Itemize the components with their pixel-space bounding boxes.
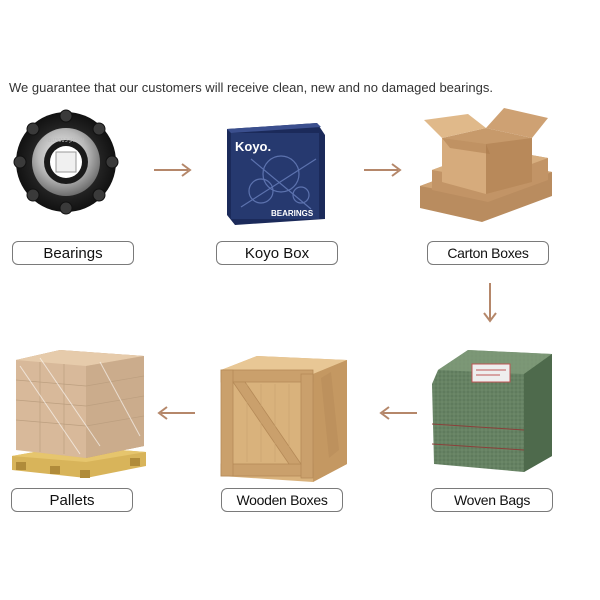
wooden-box-image — [220, 356, 347, 482]
pallets-image — [12, 350, 146, 478]
arrow-right-icon — [154, 163, 192, 177]
woven-bags-image — [431, 350, 552, 472]
label-wooden-boxes: Wooden Boxes — [221, 488, 343, 512]
arrow-right-icon — [364, 163, 402, 177]
koyo-box-image: Koyo. BEARINGS — [227, 123, 325, 225]
label-koyo-box: Koyo Box — [216, 241, 338, 265]
label-woven-bags: Woven Bags — [431, 488, 553, 512]
label-pallets: Pallets — [11, 488, 133, 512]
arrow-down-icon — [483, 283, 497, 323]
label-bearings: Bearings — [12, 241, 134, 265]
arrow-left-icon — [157, 406, 195, 420]
carton-boxes-image — [420, 108, 552, 222]
label-carton-boxes: Carton Boxes — [427, 241, 549, 265]
koyo-product: BEARINGS — [271, 209, 314, 218]
arrow-left-icon — [379, 406, 417, 420]
headline: We guarantee that our customers will rec… — [9, 80, 493, 95]
bearing-image: BU3013 JAPAN — [13, 109, 119, 215]
bearing-marking: BU3013 JAPAN — [48, 138, 84, 144]
koyo-brand: Koyo. — [235, 139, 271, 154]
